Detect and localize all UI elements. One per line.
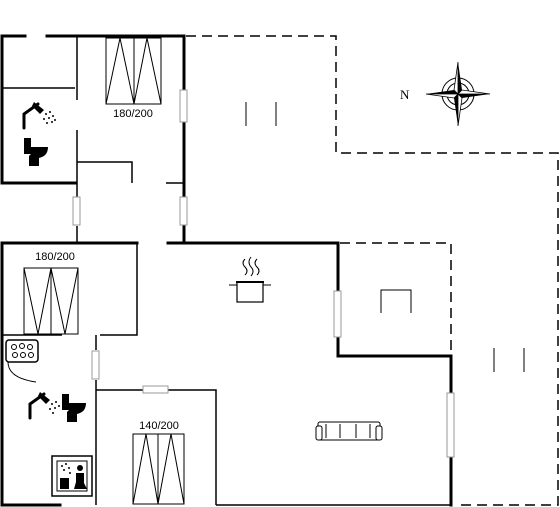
bed-label: 140/200 (139, 420, 179, 432)
openings (72, 89, 455, 458)
window-opening (333, 290, 342, 338)
window-opening (179, 196, 188, 226)
terrace-outline (186, 35, 559, 506)
window-opening (91, 350, 100, 380)
bed-top: 180/200 (105, 37, 162, 120)
window-opening (179, 89, 188, 123)
bed-left: 180/200 (23, 251, 79, 335)
terrace-marks (245, 102, 525, 372)
interior-walls (2, 36, 451, 506)
compass-rose-icon (425, 61, 491, 127)
sauna-icon (51, 455, 93, 497)
whirlpool-icon (5, 339, 39, 383)
bed-bottom: 140/200 (132, 420, 185, 505)
bed-label: 180/200 (35, 251, 75, 263)
shower-icon (28, 392, 60, 420)
toilet-icon (24, 138, 48, 166)
north-label: N (400, 87, 410, 102)
bed-label: 180/200 (113, 108, 153, 120)
window-opening (446, 392, 455, 458)
sofa-icon (315, 421, 383, 441)
shower-icon (22, 102, 56, 130)
toilet-icon (62, 394, 86, 422)
table-outline (380, 289, 412, 313)
window-opening (72, 196, 81, 226)
window-opening (142, 385, 169, 394)
exterior-walls (0, 34, 453, 507)
cooking-pot-icon (229, 256, 271, 303)
